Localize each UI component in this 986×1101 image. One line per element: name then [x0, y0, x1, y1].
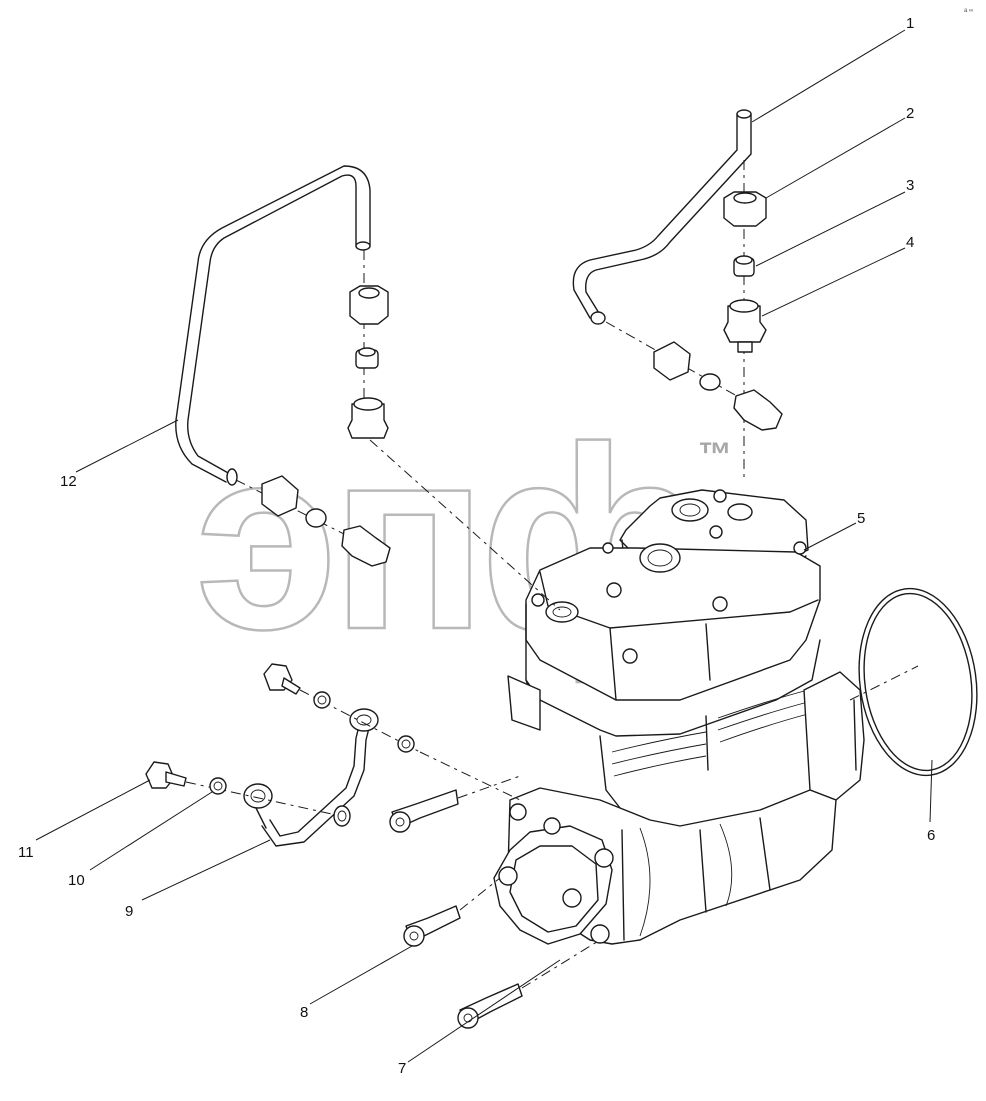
leader-lines — [35, 29, 933, 1063]
pipe-right-1 — [572, 109, 752, 325]
washer-10 — [209, 777, 227, 795]
corner-mark: a ∞ — [964, 8, 973, 14]
o-ring-6 — [849, 587, 978, 777]
fittings-left-vertical — [347, 250, 389, 439]
watermark-tm: ™ — [698, 436, 732, 474]
callout-7: 7 — [398, 1060, 406, 1077]
oil-line-9 — [243, 708, 379, 847]
callout-8: 8 — [300, 1004, 308, 1021]
pipe-left-12 — [175, 165, 371, 486]
callout-9: 9 — [125, 903, 133, 920]
callout-3: 3 — [906, 177, 914, 194]
fittings-left-horizontal — [235, 475, 391, 567]
callout-2: 2 — [906, 105, 914, 122]
fittings-right-horizontal — [605, 321, 783, 431]
callout-5: 5 — [857, 510, 865, 527]
callout-12: 12 — [60, 473, 77, 490]
callout-1: 1 — [906, 15, 914, 32]
cap-screw-8 — [403, 877, 501, 947]
compressor-body — [493, 489, 865, 945]
cap-screw-7 — [457, 939, 601, 1029]
banjo-bolt-upper — [263, 663, 521, 801]
washer-lower — [333, 805, 351, 827]
fittings-right-vertical — [723, 160, 767, 480]
callout-6: 6 — [927, 827, 935, 844]
callout-10: 10 — [68, 872, 85, 889]
centerline-left-to-head — [369, 439, 561, 611]
callout-labels: 1 2 3 4 5 6 7 8 9 10 11 12 — [18, 15, 935, 1077]
cap-screw-upper — [389, 775, 521, 833]
callout-11: 11 — [18, 844, 34, 861]
callout-4: 4 — [906, 234, 914, 251]
